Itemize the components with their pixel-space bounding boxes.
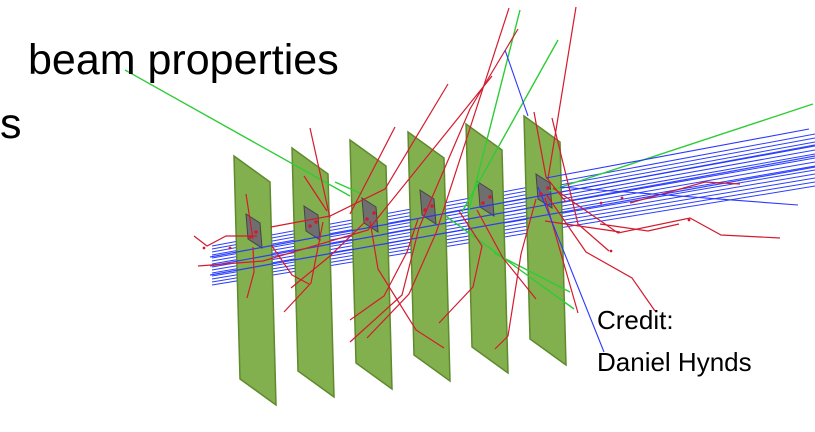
green-tracks: [124, 9, 814, 310]
credit-label: Credit:: [597, 305, 674, 335]
beam-overlay: [209, 144, 815, 276]
plane-5: [465, 122, 509, 375]
plane-4: [407, 130, 451, 383]
plane-6: [523, 114, 567, 367]
credit-name: Daniel Hynds: [597, 347, 752, 377]
plane-3: [349, 138, 393, 391]
red-tracks: [193, 6, 781, 350]
hit-markers: [202, 186, 691, 253]
detector-planes: [233, 114, 567, 407]
plane-1: [233, 154, 277, 407]
blue-tracks: [504, 49, 810, 353]
slide-heading-cut-fragment: s: [0, 100, 22, 148]
slide-heading-fragment: beam properties: [28, 36, 339, 84]
